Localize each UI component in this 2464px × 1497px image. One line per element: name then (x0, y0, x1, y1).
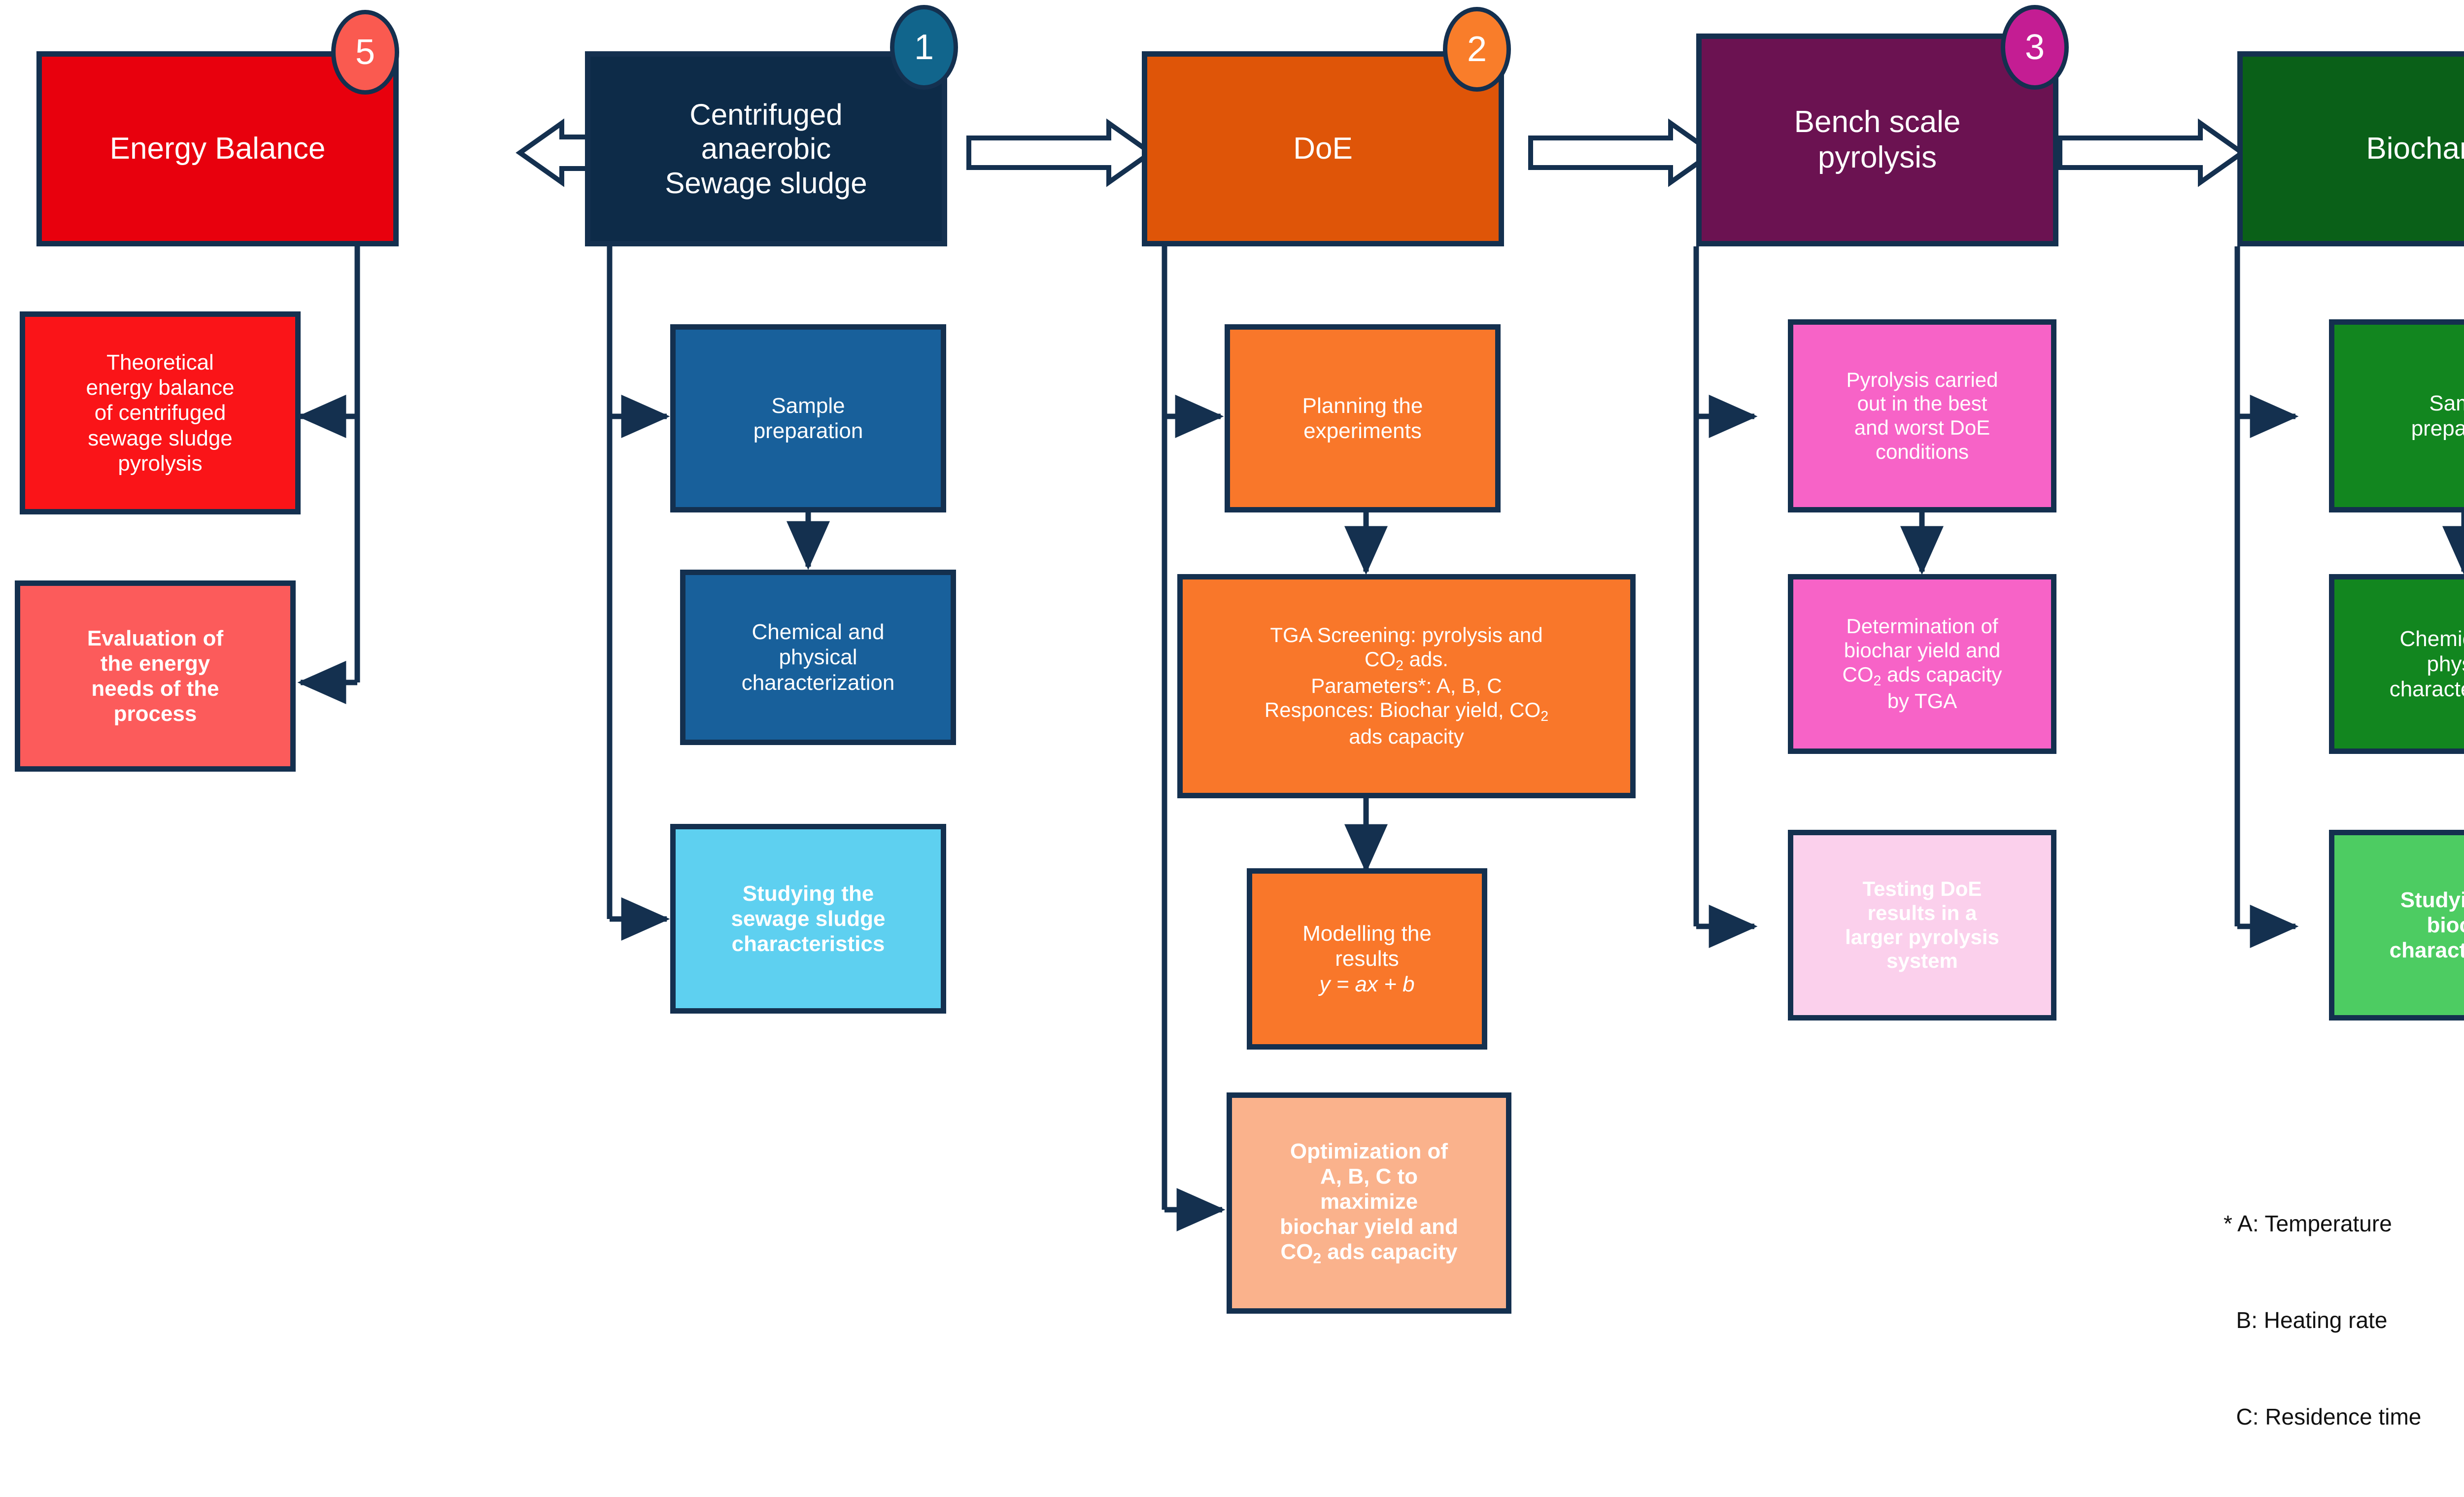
header-label-biochar: Biochar (2366, 132, 2464, 166)
step-label-determination-yield-capacity: Determination of biochar yield and CO2 a… (1842, 614, 2002, 713)
step-box-studying-biochar-characteristics[interactable]: Studying the biochar characteristics (2329, 830, 2464, 1021)
step-badge-5-number: 5 (355, 33, 376, 72)
step-label-tga-screening: TGA Screening: pyrolysis and CO2 ads. Pa… (1264, 623, 1549, 748)
step-badge-2: 2 (1443, 7, 1511, 92)
header-box-energy-balance[interactable]: Energy Balance (36, 51, 399, 246)
legend-line-b: B: Heating rate (2224, 1307, 2388, 1333)
header-label-energy-balance: Energy Balance (109, 132, 326, 166)
step-badge-3: 3 (2001, 5, 2069, 90)
step-label-studying-biochar-characteristics: Studying the biochar characteristics (2389, 887, 2464, 963)
header-label-doe: DoE (1293, 132, 1353, 166)
step-box-sludge-characterization[interactable]: Chemical and physical characterization (680, 570, 956, 745)
header-label-sewage-sludge: Centrifuged anaerobic Sewage sludge (665, 98, 867, 200)
step-label-evaluation-energy-needs: Evaluation of the energy needs of the pr… (87, 626, 224, 726)
header-box-bench-scale-pyrolysis[interactable]: Bench scale pyrolysis (1696, 34, 2058, 246)
step-badge-1-number: 1 (914, 28, 934, 67)
step-box-studying-sludge-characteristics[interactable]: Studying the sewage sludge characteristi… (670, 824, 946, 1014)
step-box-planning-experiments[interactable]: Planning the experiments (1225, 324, 1501, 512)
step-label-testing-doe-larger-system: Testing DoE results in a larger pyrolysi… (1845, 877, 1999, 973)
flowchart-canvas: Energy Balance 5 Theoretical energy bala… (15, 5, 2464, 1429)
modelling-formula: y = ax + b (1319, 972, 1415, 996)
step-label-planning-experiments: Planning the experiments (1302, 393, 1423, 443)
step-box-theoretical-energy-balance[interactable]: Theoretical energy balance of centrifuge… (20, 311, 301, 514)
header-box-doe[interactable]: DoE (1142, 51, 1504, 246)
block-arrow-doe-to-pyro (1528, 118, 1717, 187)
step-label-biochar-sample-preparation: Sample preparation (2411, 391, 2464, 441)
step-box-tga-screening[interactable]: TGA Screening: pyrolysis and CO2 ads. Pa… (1177, 574, 1636, 798)
step-badge-1: 1 (890, 5, 958, 90)
step-box-evaluation-energy-needs[interactable]: Evaluation of the energy needs of the pr… (15, 580, 296, 772)
step-box-sludge-sample-preparation[interactable]: Sample preparation (670, 324, 946, 512)
step-badge-2-number: 2 (1467, 30, 1487, 69)
header-box-biochar[interactable]: Biochar (2237, 51, 2464, 246)
block-arrow-pyro-to-biochar (2057, 118, 2247, 187)
header-box-sewage-sludge[interactable]: Centrifuged anaerobic Sewage sludge (585, 51, 947, 246)
step-box-determination-yield-capacity[interactable]: Determination of biochar yield and CO2 a… (1788, 574, 2056, 754)
step-box-pyrolysis-best-worst-conditions[interactable]: Pyrolysis carried out in the best and wo… (1788, 319, 2056, 512)
step-box-optimization[interactable]: Optimization of A, B, C to maximize bioc… (1227, 1092, 1511, 1314)
step-label-sludge-sample-preparation: Sample preparation (753, 393, 863, 443)
legend-line-a: * A: Temperature (2224, 1210, 2392, 1236)
step-label-theoretical-energy-balance: Theoretical energy balance of centrifuge… (86, 350, 235, 476)
step-label-optimization: Optimization of A, B, C to maximize bioc… (1280, 1139, 1458, 1267)
block-arrow-sludge-to-doe (966, 118, 1155, 187)
step-box-modelling-results[interactable]: Modelling the results y = ax + b (1247, 868, 1487, 1050)
parameters-legend: * A: Temperature B: Heating rate C: Resi… (2224, 1143, 2421, 1497)
step-label-modelling-results: Modelling the results y = ax + b (1302, 921, 1432, 996)
step-box-biochar-characterization[interactable]: Chemical and physical characterization (2329, 574, 2464, 754)
step-box-biochar-sample-preparation[interactable]: Sample preparation (2329, 319, 2464, 512)
legend-line-c: C: Residence time (2224, 1403, 2422, 1429)
header-label-bench-scale-pyrolysis: Bench scale pyrolysis (1794, 105, 1961, 174)
step-label-pyrolysis-best-worst-conditions: Pyrolysis carried out in the best and wo… (1846, 368, 1998, 463)
step-label-sludge-characterization: Chemical and physical characterization (741, 620, 895, 695)
step-label-biochar-characterization: Chemical and physical characterization (2389, 626, 2464, 702)
step-label-studying-sludge-characteristics: Studying the sewage sludge characteristi… (731, 881, 886, 956)
step-badge-5: 5 (331, 10, 399, 95)
step-box-testing-doe-larger-system[interactable]: Testing DoE results in a larger pyrolysi… (1788, 830, 2056, 1021)
step-badge-3-number: 3 (2024, 28, 2045, 67)
